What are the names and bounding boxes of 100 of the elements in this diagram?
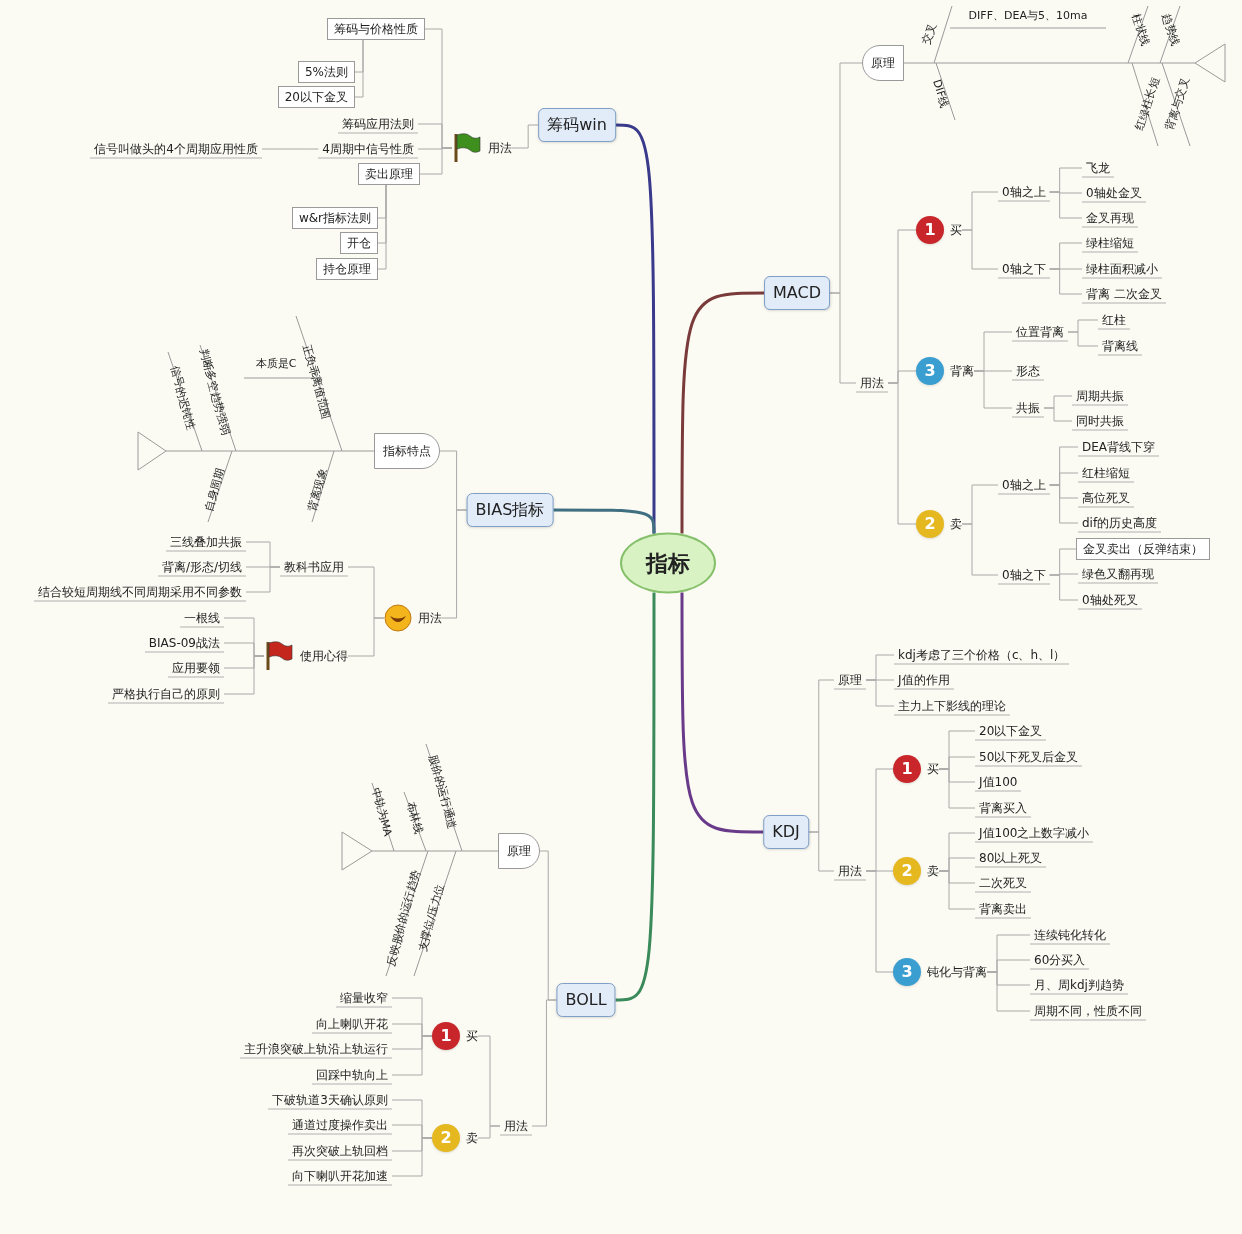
bone-label: 信号的迟钝性 [166, 364, 199, 432]
subtopic-text: 0轴之上 [998, 475, 1050, 495]
subtopic-text: 50以下死叉后金叉 [975, 747, 1083, 767]
bone-label: 柱状线 [1128, 11, 1153, 49]
subtopic-text: 背离 二次金叉 [1082, 284, 1166, 304]
connector-line [377, 184, 387, 270]
subtopic-text: 一根线 [180, 608, 224, 628]
subtopic-text: 三线叠加共振 [166, 532, 246, 552]
subtopic-text: DEA背线下穿 [1078, 437, 1160, 457]
subtopic-text: 结合较短周期线不同周期采用不同参数 [34, 582, 246, 602]
subtopic-text: 背离 [950, 363, 974, 380]
subtopic-text: dif的历史高度 [1078, 513, 1162, 533]
subtopic-box: 5%法则 [297, 61, 355, 83]
bone-label: 交叉 [918, 21, 940, 47]
bone-label: DIFF、DEA与5、10ma [968, 7, 1088, 24]
connector-line [1043, 407, 1073, 422]
subtopic-text: 通道过度操作卖出 [288, 1115, 392, 1135]
subtopic-text: 钝化与背离 [927, 964, 987, 981]
number-badge: 3 [893, 958, 921, 986]
subtopic-text: 0轴之下 [998, 259, 1050, 279]
subtopic-text: 严格执行自己的原则 [108, 684, 224, 704]
subtopic-text: 缩量收窄 [336, 988, 392, 1008]
subtopic-text: 60分买入 [1030, 950, 1090, 970]
subtopic-text: 80以上死叉 [975, 848, 1047, 868]
connector-line [615, 592, 656, 1002]
subtopic-box: 开仓 [340, 232, 378, 254]
number-badge: 2 [916, 510, 944, 538]
subtopic-text: 周期共振 [1072, 386, 1128, 406]
subtopic-text: 背离卖出 [975, 899, 1031, 919]
subtopic-text: 买 [927, 761, 939, 778]
connector-line [245, 566, 281, 593]
subtopic-text: 主升浪突破上轨沿上轨运行 [240, 1039, 392, 1059]
number-badge: 1 [432, 1022, 460, 1050]
subtopic-text: 用法 [488, 140, 512, 157]
subtopic-text: 绿色又翻再现 [1078, 564, 1158, 584]
connector-line [961, 523, 999, 576]
number-badge: 3 [916, 357, 944, 385]
connector-line [1049, 484, 1079, 524]
central-topic: 指标 [620, 532, 716, 594]
subtopic-text: 用法 [418, 610, 442, 627]
subtopic-text: 形态 [1012, 361, 1044, 381]
subtopic-text: 同时共振 [1072, 411, 1128, 431]
connector-line [865, 679, 895, 707]
subtopic-text: 原理 [834, 670, 866, 690]
fishbone-head: 原理 [498, 833, 540, 869]
subtopic-text: 月、周kdj判趋势 [1030, 975, 1128, 995]
bone-label: 判断多空趋势强弱 [196, 347, 234, 437]
connector-line [887, 382, 917, 525]
subtopic-text: kdj考虑了三个价格（c、h、l） [894, 645, 1070, 665]
subtopic-text: 红柱 [1098, 310, 1130, 330]
subtopic-text: 回踩中轨向上 [312, 1065, 392, 1085]
bone-label: 布林线 [403, 799, 427, 837]
subtopic-text: 教科书应用 [280, 557, 348, 577]
subtopic-text: 0轴处金叉 [1082, 183, 1146, 203]
subtopic-text: 共振 [1012, 398, 1044, 418]
bone-label: 背离与交叉 [1161, 75, 1193, 133]
connector-line [808, 831, 835, 872]
subtopic-text: 金叉再现 [1082, 208, 1138, 228]
connector-line [261, 148, 319, 150]
connector-line [829, 292, 857, 384]
subtopic-text: J值100之上数字减小 [975, 823, 1094, 843]
topic-box: BIAS指标 [466, 493, 554, 527]
connector-line [680, 291, 765, 534]
subtopic-text: 信号叫做头的4个周期应用性质 [90, 139, 262, 159]
topic-box: MACD [764, 276, 830, 310]
subtopic-text: 绿柱面积减小 [1082, 259, 1162, 279]
subtopic-text: 应用要领 [168, 658, 224, 678]
subtopic-text: 位置背离 [1012, 322, 1068, 342]
connector-line [1049, 191, 1083, 219]
subtopic-text: 使用心得 [300, 648, 348, 665]
subtopic-text: 0轴之下 [998, 565, 1050, 585]
number-badge: 1 [893, 755, 921, 783]
subtopic-box: 卖出原理 [358, 163, 420, 185]
bone-label: DIF线 [929, 77, 953, 111]
subtopic-text: 卖 [927, 863, 939, 880]
connector-line [553, 508, 656, 534]
subtopic-text: 连续钝化转化 [1030, 925, 1110, 945]
subtopic-text: BIAS-09战法 [144, 633, 224, 653]
subtopic-text: J值的作用 [894, 670, 954, 690]
bone-label: 股价的运行通道 [425, 752, 460, 832]
subtopic-text: 背离线 [1098, 336, 1142, 356]
subtopic-text: 卖 [950, 516, 962, 533]
number-badge: 2 [432, 1124, 460, 1152]
subtopic-text: 周期不同，性质不同 [1030, 1001, 1146, 1021]
connector-line [961, 229, 999, 270]
subtopic-box: w&r指标法则 [291, 207, 378, 229]
subtopic-text: 再次突破上轨回档 [288, 1141, 392, 1161]
subtopic-text: 卖 [466, 1130, 478, 1147]
connector-line [511, 124, 539, 149]
bone-label: 背离现象 [304, 466, 331, 514]
subtopic-box: 持仓原理 [316, 258, 378, 280]
connector-line [973, 370, 1013, 409]
subtopic-text: 高位死叉 [1078, 488, 1134, 508]
connector-line [865, 870, 894, 973]
subtopic-text: 买 [950, 222, 962, 239]
subtopic-text: 0轴处死叉 [1078, 590, 1142, 610]
subtopic-text: 0轴之上 [998, 182, 1050, 202]
subtopic-box: 金叉卖出（反弹结束） [1076, 538, 1210, 560]
connector-line [1049, 574, 1079, 601]
subtopic-text: 筹码应用法则 [338, 114, 418, 134]
